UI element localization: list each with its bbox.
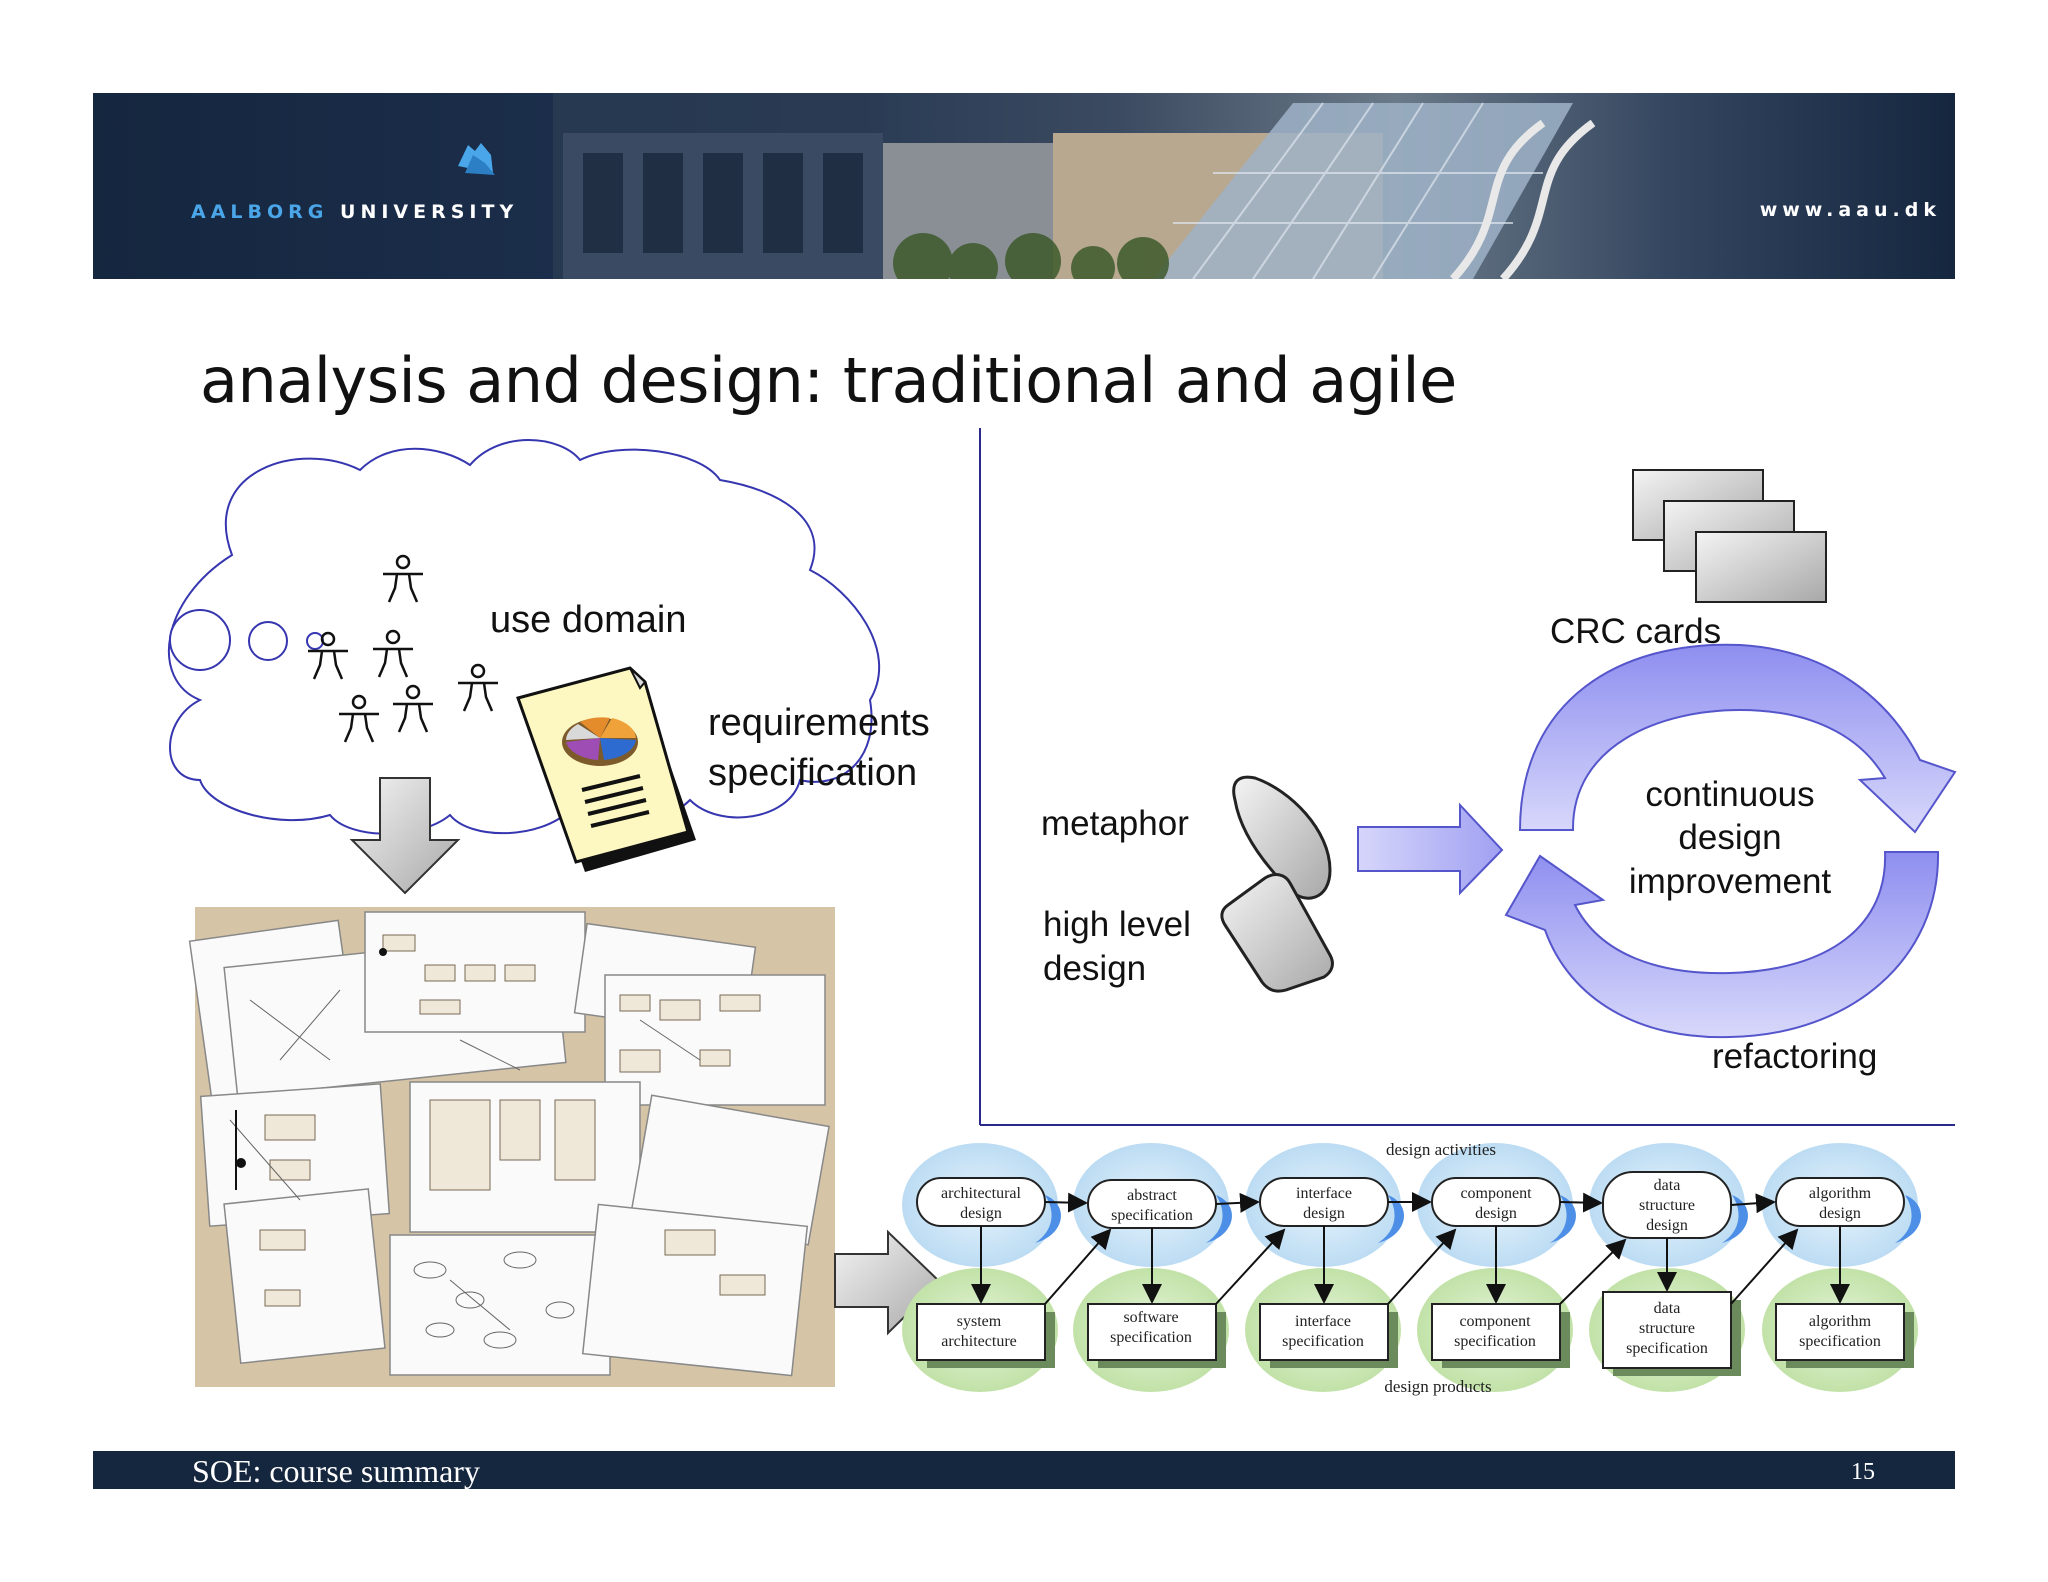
high-level-design-label-line2: design xyxy=(1043,949,1147,988)
product-label-5-line0: algorithm xyxy=(1809,1313,1872,1330)
design-process-diagram: architectural design abstract specificat… xyxy=(902,1140,1922,1396)
activity-label-2-line0: interface xyxy=(1296,1185,1352,1202)
header-banner: AALBORG UNIVERSITY www.aau.dk xyxy=(93,93,1955,279)
university-url: www.aau.dk xyxy=(1759,199,1941,221)
requirements-label-line1: requirements xyxy=(708,702,930,744)
user-people-icons xyxy=(308,554,498,743)
product-label-1-line1: specification xyxy=(1110,1329,1192,1346)
activity-label-5-line0: algorithm xyxy=(1809,1185,1872,1202)
use-domain-label: use domain xyxy=(490,599,687,641)
product-label-3-line1: specification xyxy=(1454,1333,1536,1350)
design-activities-label: design activities xyxy=(1386,1140,1496,1159)
product-label-0-line0: system xyxy=(957,1313,1002,1330)
product-label-3-line0: component xyxy=(1459,1313,1531,1330)
activity-label-4-line0: data xyxy=(1654,1177,1681,1194)
cycle-label-line3: improvement xyxy=(1628,862,1832,901)
activity-label-0-line0: architectural xyxy=(941,1185,1022,1202)
activity-label-1-line1: specification xyxy=(1111,1207,1193,1224)
product-label-0-line1: architecture xyxy=(941,1333,1017,1350)
design-products-label: design products xyxy=(1384,1377,1491,1396)
page-number: 15 xyxy=(1851,1459,1875,1485)
refactoring-label: refactoring xyxy=(1712,1037,1878,1076)
activity-label-4-line2: design xyxy=(1646,1217,1688,1234)
activity-label-2-line1: design xyxy=(1303,1205,1345,1222)
activity-label-5-line1: design xyxy=(1819,1205,1861,1222)
uml-diagrams-collage xyxy=(188,907,835,1387)
footer-bar: SOE: course summary 15 xyxy=(93,1451,1955,1489)
continuous-improvement-cycle-icon xyxy=(1504,643,1957,1039)
product-label-4-line0: data xyxy=(1654,1300,1681,1317)
blue-right-arrow-icon xyxy=(1357,802,1504,896)
requirements-label-line2: specification xyxy=(708,752,918,794)
crc-cards-icon xyxy=(1632,469,1827,603)
thought-cloud xyxy=(167,439,881,835)
product-label-4-line1: structure xyxy=(1639,1320,1695,1337)
high-level-design-label-line1: high level xyxy=(1043,905,1191,944)
activity-label-0-line1: design xyxy=(960,1205,1002,1222)
product-label-4-line2: specification xyxy=(1626,1340,1708,1357)
product-label-2-line1: specification xyxy=(1282,1333,1364,1350)
activity-label-3-line1: design xyxy=(1475,1205,1517,1222)
metaphor-shape-icon xyxy=(1232,775,1332,900)
crc-cards-label: CRC cards xyxy=(1550,612,1722,651)
cycle-label-line1: continuous xyxy=(1645,775,1815,814)
requirements-document-icon xyxy=(516,666,696,872)
slide-title: analysis and design: traditional and agi… xyxy=(200,344,1457,417)
campus-photo xyxy=(458,93,1596,279)
product-label-2-line0: interface xyxy=(1295,1313,1351,1330)
cycle-label-line2: design xyxy=(1678,818,1782,857)
footer-course-title: SOE: course summary xyxy=(192,1453,480,1489)
down-arrow-icon xyxy=(349,777,461,895)
activity-label-4-line1: structure xyxy=(1639,1197,1695,1214)
activity-label-1-line0: abstract xyxy=(1127,1187,1177,1204)
university-logo-icon xyxy=(458,143,495,175)
activity-label-3-line0: component xyxy=(1460,1185,1532,1202)
high-level-design-shape-icon xyxy=(1220,873,1334,993)
metaphor-label: metaphor xyxy=(1041,804,1189,843)
product-label-1-line0: software xyxy=(1123,1309,1178,1326)
university-wordmark: AALBORG UNIVERSITY xyxy=(191,201,519,223)
product-label-5-line1: specification xyxy=(1799,1333,1881,1350)
